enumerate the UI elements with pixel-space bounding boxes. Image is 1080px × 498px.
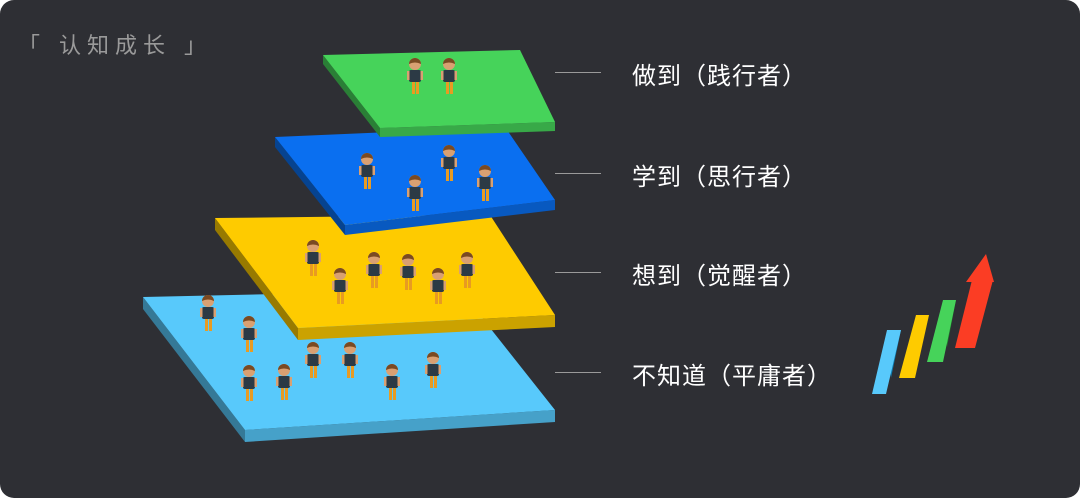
people-figure-icon xyxy=(366,252,382,288)
people-figure-icon xyxy=(477,165,493,201)
people-figure-icon xyxy=(407,175,423,211)
people-figure-icon xyxy=(200,295,216,331)
people-figure-icon xyxy=(425,352,441,388)
people-figure-icon xyxy=(332,268,348,304)
people-figure-icon xyxy=(305,342,321,378)
level-label-doer: 做到（践行者） xyxy=(632,62,807,90)
people-figure-icon xyxy=(459,252,475,288)
level-label-mediocre: 不知道（平庸者） xyxy=(632,362,832,390)
plate-front-side xyxy=(298,315,555,340)
plate-left-side xyxy=(323,55,380,137)
people-figure-icon xyxy=(430,268,446,304)
people-figure-icon xyxy=(407,58,423,94)
people-figure-icon xyxy=(441,145,457,181)
people-figure-icon xyxy=(241,316,257,352)
people-figure-icon xyxy=(384,364,400,400)
people-figure-icon xyxy=(441,58,457,94)
plate-top xyxy=(215,215,555,328)
connector-line xyxy=(555,72,601,73)
plate-top xyxy=(323,50,555,128)
connector-line xyxy=(555,272,601,273)
plate-front-side xyxy=(245,410,555,442)
level-label-awakened: 想到（觉醒者） xyxy=(632,262,807,290)
level-label-learner: 学到（思行者） xyxy=(632,163,807,191)
plate-left-side xyxy=(215,218,298,340)
people-figure-icon xyxy=(359,153,375,189)
people-figure-icon xyxy=(276,364,292,400)
plate-front-side xyxy=(380,122,555,137)
connector-line xyxy=(555,173,601,174)
people-figure-icon xyxy=(305,240,321,276)
diagram-title: 「 认知成长 」 xyxy=(18,34,212,59)
people-figure-icon xyxy=(400,254,416,290)
people-figure-icon xyxy=(241,365,257,401)
connector-line xyxy=(555,372,601,373)
plate-front-side xyxy=(345,200,555,235)
plate-left-side xyxy=(275,137,345,235)
plate-left-side xyxy=(143,297,245,442)
people-figure-icon xyxy=(342,342,358,378)
